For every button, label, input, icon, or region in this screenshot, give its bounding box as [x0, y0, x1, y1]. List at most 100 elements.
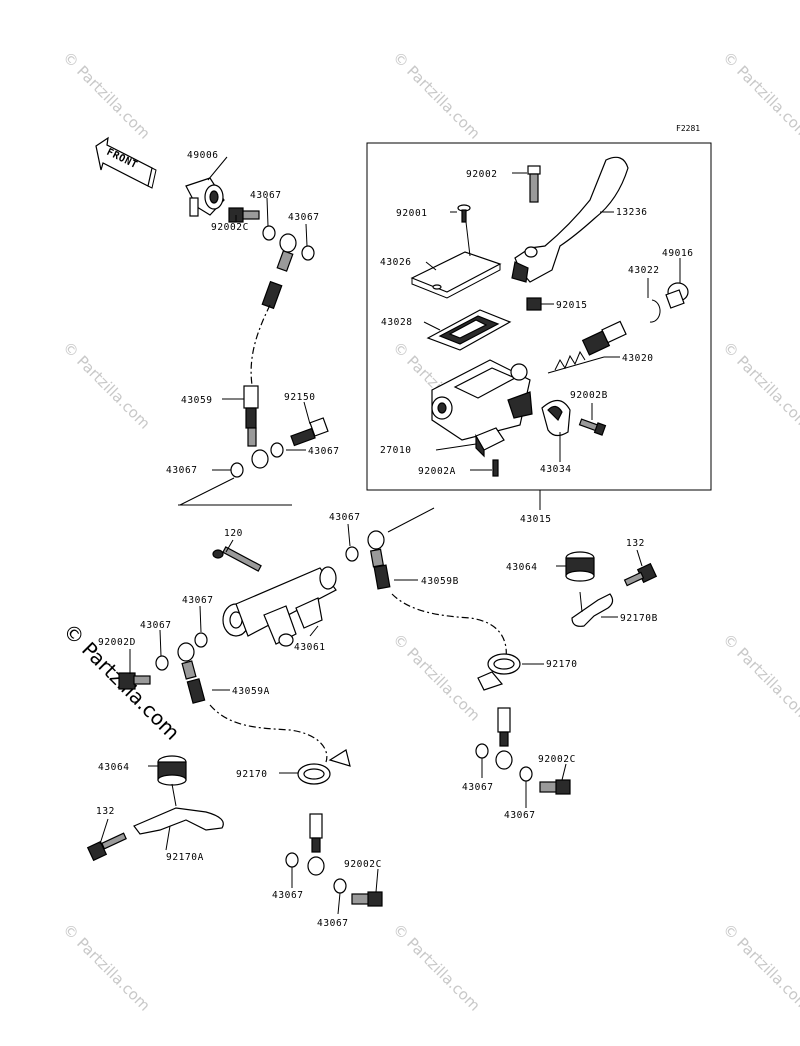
part-labels: 49006 43067 43067 92002C 43059 92150 430…: [96, 150, 694, 929]
label-92001: 92001: [396, 208, 428, 219]
piston-kit-43020: [554, 320, 627, 371]
banjo-bolt-92002d: [118, 672, 151, 690]
nut-92015: [526, 297, 542, 311]
hose-fitting-43059b: [367, 530, 391, 590]
label-43067: 43067: [504, 810, 536, 821]
lever-13236: [511, 156, 629, 283]
label-43067: 43067: [317, 918, 349, 929]
washer-43067: [194, 632, 208, 648]
hose-fitting-43059a: [177, 642, 206, 704]
label-43067: 43067: [462, 782, 494, 793]
screw-92002a: [492, 459, 499, 477]
label-92015: 92015: [556, 300, 588, 311]
label-43064: 43064: [98, 762, 130, 773]
clamp-43034: [541, 399, 571, 437]
watermarks: © Partzilla.com © Partzilla.com © Partzi…: [58, 48, 800, 1015]
washer-43067: [333, 878, 347, 894]
label-43067: 43067: [308, 446, 340, 457]
label-92002c: 92002C: [211, 222, 249, 233]
washer-43067: [301, 245, 315, 261]
label-92002c: 92002C: [344, 859, 382, 870]
banjo-union-49006: [185, 177, 225, 217]
label-43067: 43067: [166, 465, 198, 476]
bolt-92002: [527, 165, 541, 203]
label-92002a: 92002A: [418, 466, 456, 477]
cap-43064: [157, 755, 187, 786]
label-49016: 49016: [662, 248, 694, 259]
washer-43067: [475, 743, 489, 759]
label-43067: 43067: [140, 620, 172, 631]
bolt-132: [623, 562, 658, 587]
watermark: © Partzilla.com: [389, 630, 484, 725]
bolt-132: [86, 832, 127, 862]
label-92002d: 92002D: [98, 637, 136, 648]
watermark: © Partzilla.com: [389, 920, 484, 1015]
watermark: © Partzilla.com: [719, 630, 800, 725]
label-132: 132: [96, 806, 115, 817]
label-92170b: 92170B: [620, 613, 658, 624]
master-cylinder-body: [431, 359, 533, 441]
cap-43026: [410, 251, 502, 299]
watermark: © Partzilla.com: [59, 338, 154, 433]
joint-43061: [222, 566, 337, 647]
clamp-92170: [297, 749, 351, 785]
washer-43067: [230, 462, 244, 478]
cap-43064: [565, 551, 595, 582]
master-cylinder-assembly-box: [366, 142, 712, 491]
figure-code: F2281: [676, 124, 700, 133]
label-49006: 49006: [187, 150, 219, 161]
label-92002: 92002: [466, 169, 498, 180]
label-43067: 43067: [329, 512, 361, 523]
washer-43067: [270, 442, 284, 458]
watermark: © Partzilla.com: [389, 48, 484, 143]
watermark: © Partzilla.com: [59, 920, 154, 1015]
label-43067: 43067: [272, 890, 304, 901]
label-27010: 27010: [380, 445, 412, 456]
watermark: © Partzilla.com: [719, 48, 800, 143]
label-92170: 92170: [236, 769, 268, 780]
clamp-92170a: [133, 807, 224, 835]
label-92002b: 92002B: [570, 390, 608, 401]
label-43026: 43026: [380, 257, 412, 268]
label-120: 120: [224, 528, 243, 539]
hose-fitting-left: [307, 813, 325, 876]
label-43059: 43059: [181, 395, 213, 406]
label-43015: 43015: [520, 514, 552, 525]
label-92002c: 92002C: [538, 754, 576, 765]
watermark: © Partzilla.com: [719, 920, 800, 1015]
label-13236: 13236: [616, 207, 648, 218]
label-43067: 43067: [288, 212, 320, 223]
label-43034: 43034: [540, 464, 572, 475]
washer-43067: [345, 546, 359, 562]
label-43028: 43028: [381, 317, 413, 328]
bolt-120: [212, 546, 262, 572]
circlip-43022: [649, 299, 661, 323]
washer-43067: [519, 766, 533, 782]
hose-fitting-right: [495, 707, 513, 770]
label-92170a: 92170A: [166, 852, 204, 863]
label-43061: 43061: [294, 642, 326, 653]
label-43059a: 43059A: [232, 686, 270, 697]
washer-43067: [262, 225, 276, 241]
label-92170: 92170: [546, 659, 578, 670]
label-43020: 43020: [622, 353, 654, 364]
watermark: © Partzilla.com: [719, 338, 800, 433]
label-43064: 43064: [506, 562, 538, 573]
front-arrow-icon: FRONT: [95, 136, 157, 189]
banjo-bolt-92002c: [351, 891, 383, 907]
washer-43067: [285, 852, 299, 868]
label-92150: 92150: [284, 392, 316, 403]
washer-43067: [155, 655, 169, 671]
bolt-92002b: [578, 418, 607, 436]
banjo-bolt-92002c: [539, 779, 571, 795]
hose-fitting-43059: [243, 385, 269, 469]
banjo-bolt-92002c: [228, 207, 260, 223]
diaphragm-43028: [426, 309, 512, 351]
label-43059b: 43059B: [421, 576, 459, 587]
label-43067: 43067: [250, 190, 282, 201]
leader-lines: [99, 156, 681, 915]
screw-92001: [457, 204, 471, 223]
watermark: © Partzilla.com: [59, 48, 154, 143]
hose-fitting-upper: [261, 233, 297, 310]
